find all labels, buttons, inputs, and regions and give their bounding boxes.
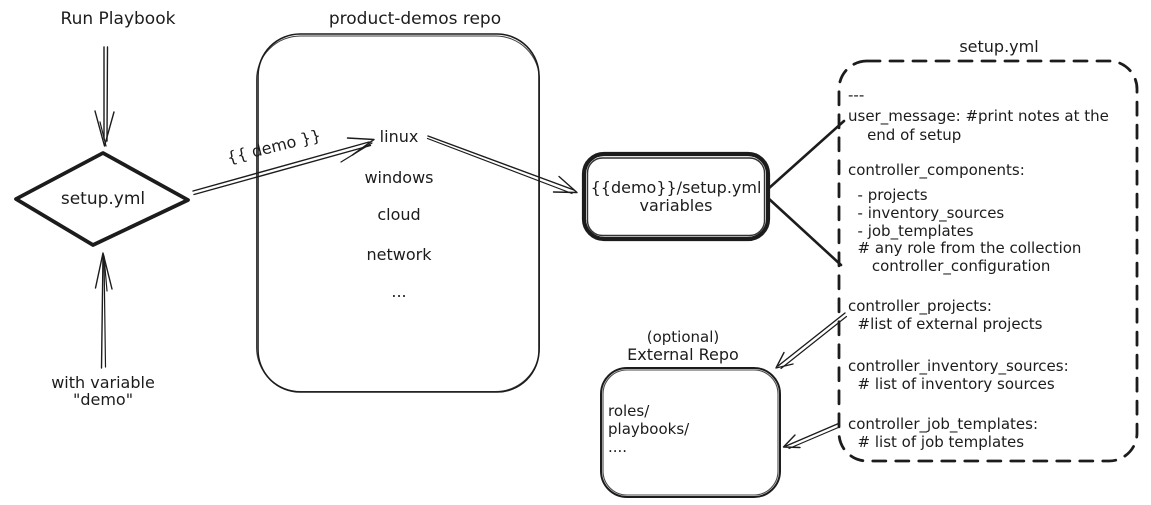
external-repo-optional-label: (optional)	[646, 328, 720, 346]
external-repo-box	[600, 367, 781, 498]
variables-to-setupyml-connector-bottom	[766, 196, 843, 267]
yaml-line: controller_job_templates:	[848, 415, 1039, 433]
repo-item-ellipsis: ...	[391, 282, 407, 301]
yaml-line: user_message: #print notes at the	[848, 107, 1109, 125]
yaml-line: #list of external projects	[848, 315, 1043, 333]
yaml-line: ---	[848, 86, 865, 104]
yaml-line: end of setup	[848, 126, 962, 144]
yaml-line: # list of job templates	[848, 433, 1025, 451]
yaml-line: - projects	[848, 186, 928, 204]
external-repo-item-playbooks: playbooks/	[608, 420, 690, 438]
setup-yml-diamond	[14, 151, 190, 247]
external-repo-item-roles: roles/	[608, 402, 650, 420]
external-repo-title: External Repo	[627, 345, 739, 364]
product-demos-repo-box	[256, 33, 540, 393]
yaml-line: # any role from the collection	[848, 239, 1082, 257]
demo-selection-arrow	[192, 137, 375, 196]
linux-to-variables-arrow	[426, 135, 578, 195]
projects-to-external-arrow	[775, 312, 848, 370]
diamond-label: setup.yml	[60, 189, 146, 209]
repo-item-linux: linux	[379, 127, 419, 146]
setup-yml-box-title: setup.yml	[959, 37, 1039, 56]
repo-item-windows: windows	[364, 168, 434, 187]
with-variable-label-line1: with variable	[51, 373, 155, 392]
repo-box-title: product-demos repo	[328, 9, 502, 29]
variables-box-line2: variables	[639, 196, 713, 215]
with-variable-label-line2: "demo"	[72, 390, 134, 409]
repo-item-cloud: cloud	[377, 205, 421, 224]
run-playbook-label: Run Playbook	[60, 9, 176, 29]
yaml-line: controller_inventory_sources:	[848, 357, 1069, 375]
run-playbook-arrow	[94, 46, 115, 147]
yaml-line: controller_components:	[848, 161, 1025, 179]
external-repo-item-ellipsis: ....	[608, 438, 628, 456]
variables-to-setupyml-connector-top	[766, 119, 846, 191]
yaml-line: - inventory_sources	[848, 204, 1005, 222]
with-variable-arrow	[94, 252, 113, 369]
setup-yml-dashed-box	[837, 59, 1139, 463]
variables-box-line1: {{demo}}/setup.yml	[590, 178, 762, 197]
job-templates-to-external-arrow	[782, 422, 841, 450]
yaml-line: controller_projects:	[848, 297, 992, 315]
yaml-line: controller_configuration	[848, 257, 1051, 275]
yaml-line: - job_templates	[848, 222, 974, 240]
repo-item-network: network	[366, 245, 432, 264]
yaml-line: # list of inventory sources	[848, 375, 1055, 393]
variables-box	[581, 151, 771, 242]
